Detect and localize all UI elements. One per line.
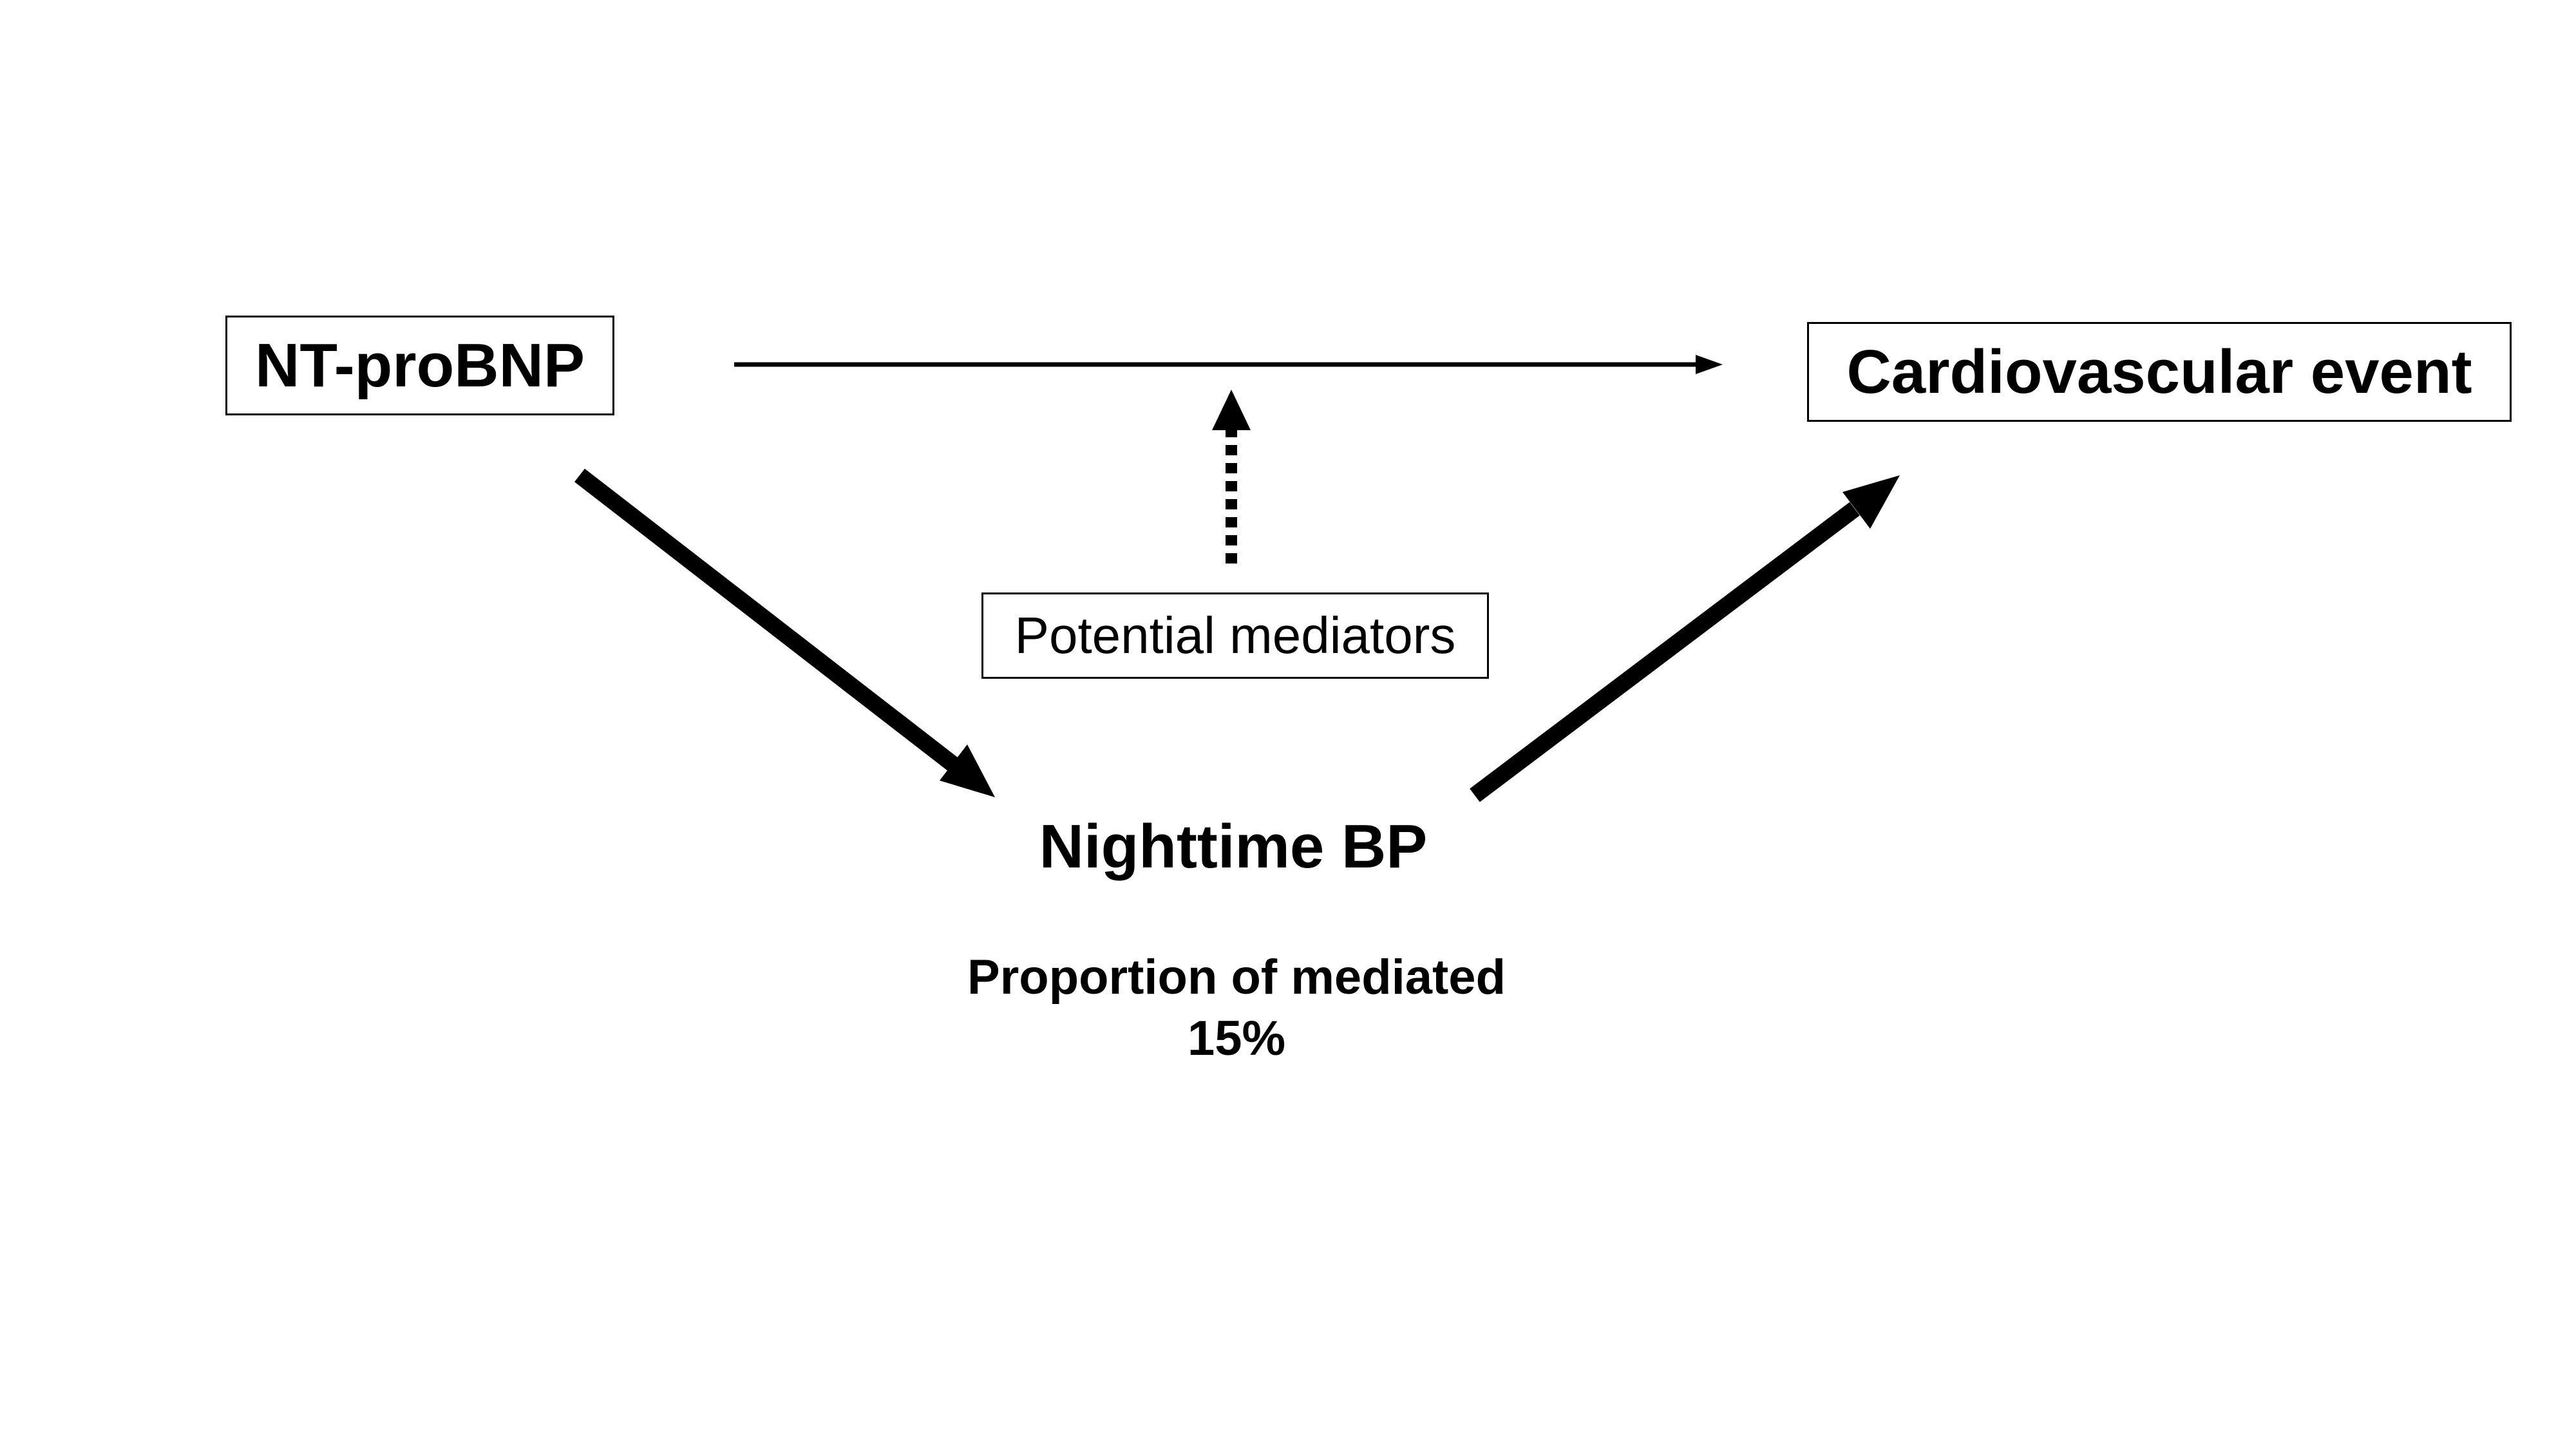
- potential-mediators-label: Potential mediators: [1014, 607, 1456, 664]
- outcome-node-label: Cardiovascular event: [1846, 337, 2472, 406]
- mediators-dotted-arrowhead: [1212, 390, 1251, 430]
- mediation-proportion-value: 15%: [1187, 1011, 1286, 1066]
- outcome-node-box: Cardiovascular event: [1807, 322, 2512, 422]
- mediator-to-outcome-arrowhead: [1842, 475, 1900, 529]
- potential-mediators-box: Potential mediators: [981, 592, 1489, 679]
- exposure-node-label: NT-proBNP: [255, 330, 585, 400]
- mediator-to-outcome-arrow: [1470, 502, 1860, 802]
- mediation-proportion-label: Proportion of mediated: [967, 950, 1506, 1005]
- exposure-node-box: NT-proBNP: [225, 316, 614, 415]
- mediator-node-label: Nighttime BP: [1039, 812, 1428, 881]
- exposure-to-mediator-arrowhead: [940, 744, 995, 797]
- exposure-to-mediator-arrow: [574, 468, 958, 772]
- direct-effect-arrowhead: [1696, 355, 1723, 374]
